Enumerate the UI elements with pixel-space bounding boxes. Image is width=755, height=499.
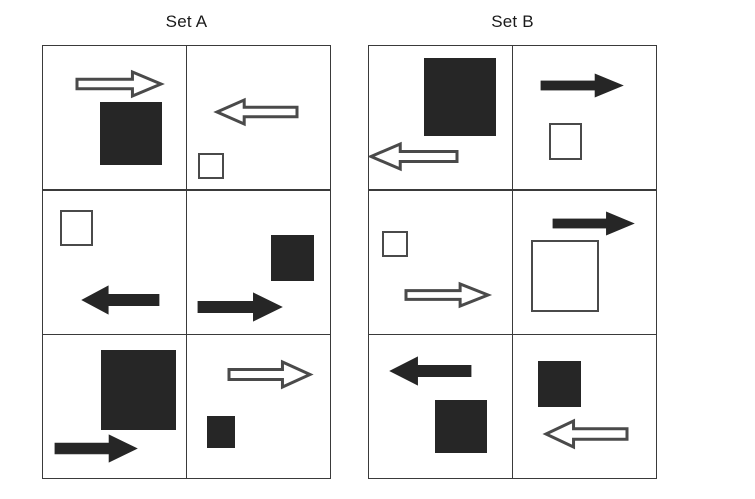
cell-a3	[43, 190, 186, 334]
grid-set-a	[42, 45, 331, 479]
cell-b6	[513, 335, 656, 478]
filled-left-arrow	[389, 356, 472, 386]
filled-large-square	[101, 350, 176, 430]
open-right-arrow	[77, 72, 161, 96]
filled-right-arrow	[197, 291, 284, 322]
cell-b1	[369, 46, 512, 189]
set-title-set-b: Set B	[491, 12, 534, 31]
cell-a1	[43, 46, 186, 189]
cell-a2	[187, 46, 330, 189]
open-small-square	[382, 230, 408, 257]
grid-set-b	[368, 45, 657, 479]
filled-left-arrow	[81, 284, 160, 315]
filled-medium-square	[435, 400, 487, 453]
filled-medium-square	[538, 361, 582, 407]
filled-large-square	[100, 102, 162, 165]
filled-large-square	[424, 58, 496, 136]
cell-b3	[369, 190, 512, 334]
open-right-arrow	[229, 362, 310, 387]
cell-b2	[513, 46, 656, 189]
filled-medium-square	[271, 234, 315, 281]
cell-a5	[43, 335, 186, 478]
filled-right-arrow	[540, 73, 625, 98]
set-title-set-a: Set A	[165, 12, 208, 31]
open-small-square	[198, 153, 225, 179]
cell-b4	[513, 190, 656, 334]
open-left-arrow	[546, 421, 627, 447]
open-medium-square	[549, 123, 583, 160]
filled-right-arrow	[54, 434, 138, 463]
open-small-square	[60, 209, 93, 246]
open-left-arrow	[371, 144, 457, 169]
open-right-arrow	[406, 284, 488, 306]
cell-b5	[369, 335, 512, 478]
filled-small-square	[207, 416, 236, 448]
filled-right-arrow	[552, 210, 636, 236]
open-left-arrow	[217, 100, 297, 124]
open-large-square	[531, 239, 600, 312]
cell-a4	[187, 190, 330, 334]
cell-a6	[187, 335, 330, 478]
